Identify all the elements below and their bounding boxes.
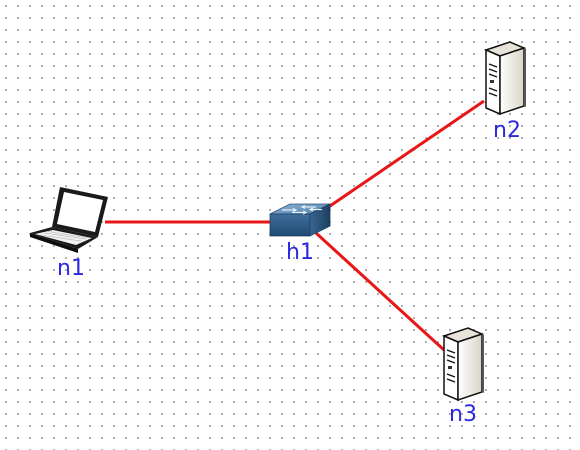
link-h1-n3[interactable]	[314, 231, 446, 352]
server-icon	[441, 327, 485, 402]
node-n3-label: n3	[449, 402, 477, 427]
server-icon	[483, 41, 527, 116]
node-n2-label: n2	[493, 118, 521, 143]
node-h1-label: h1	[286, 240, 314, 265]
switch-icon	[269, 203, 331, 237]
node-n1-label: n1	[57, 256, 85, 281]
link-h1-n2[interactable]	[326, 99, 485, 210]
laptop-icon	[30, 187, 108, 253]
node-n1[interactable]	[26, 183, 114, 255]
node-n3[interactable]	[438, 326, 488, 406]
node-n2[interactable]	[480, 40, 530, 120]
node-h1[interactable]	[268, 200, 332, 242]
